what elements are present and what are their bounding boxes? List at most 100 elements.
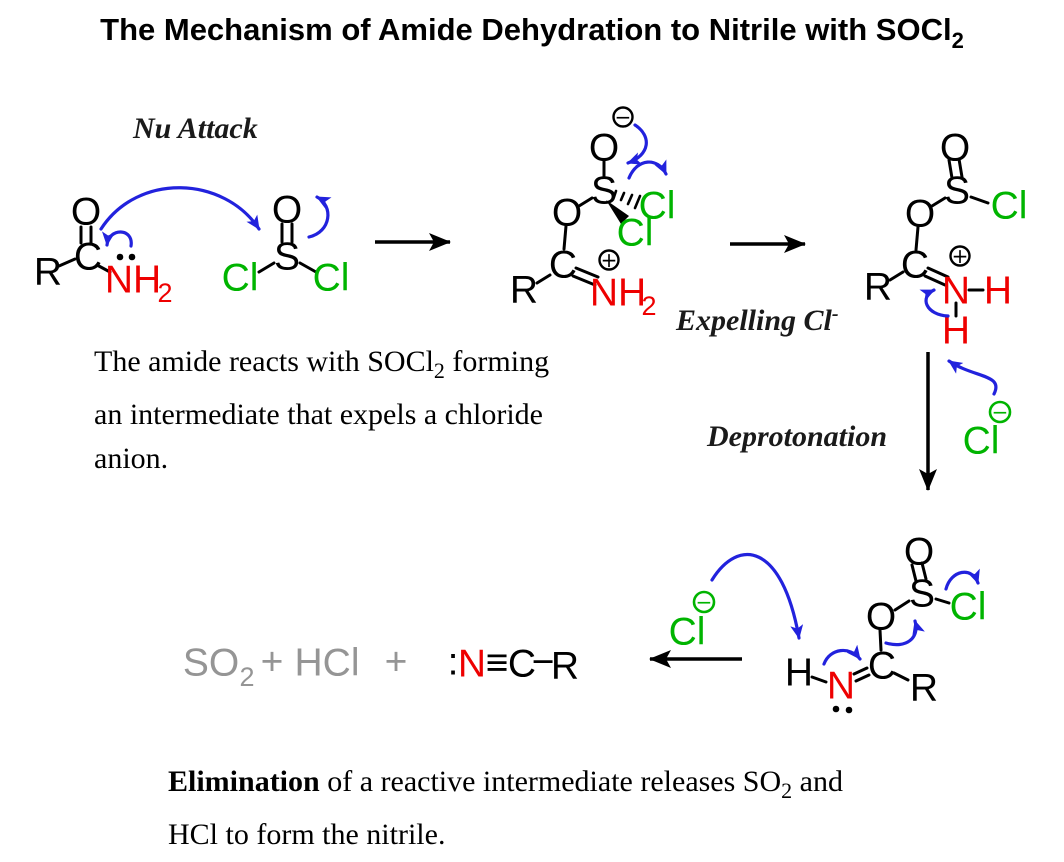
- hash-bond-dash: [612, 189, 618, 199]
- atom-label-Cl: Cl: [950, 586, 987, 629]
- atom-label-R: R: [910, 667, 938, 710]
- atom-label-Cl: Cl: [991, 185, 1028, 228]
- lone-pair-dot: [116, 253, 124, 261]
- atom-label-S: S: [909, 573, 935, 616]
- atom-label-C: C: [868, 645, 896, 688]
- caption-subscript: 2: [781, 778, 793, 803]
- atom-label-R: R: [34, 251, 62, 294]
- step-label-nu-attack: Nu Attack: [133, 112, 258, 145]
- plus-sign: +: [261, 641, 284, 684]
- atom-label-N: N: [458, 643, 486, 686]
- curved-arrow-Cl-to-H: [947, 359, 998, 396]
- double-bond-line: [574, 266, 600, 279]
- single-bond: [892, 671, 910, 682]
- atom-label-Cl: Cl: [617, 212, 654, 255]
- plus-sign: +: [385, 641, 408, 684]
- single-bond: [95, 263, 112, 274]
- triple-bond: ≡: [486, 642, 509, 685]
- double-bond-line: [926, 266, 950, 279]
- subscript-2: 2: [641, 291, 656, 321]
- lone-pair-dot: [845, 706, 853, 714]
- nitrile-lone-pair-colon: :: [448, 641, 459, 684]
- chloride-anion-deprotonation: − Cl: [947, 359, 1012, 463]
- caption-subscript: 2: [433, 358, 445, 383]
- double-bond-line: [571, 274, 597, 287]
- single-bond: [810, 675, 828, 684]
- atom-label-NH: NH: [105, 259, 161, 302]
- atom-label-H: H: [785, 652, 813, 695]
- single-bond: [535, 273, 552, 285]
- page-title-subscript: 2: [951, 28, 964, 53]
- caption-text: The amide reacts with SOCl: [94, 345, 434, 378]
- atom-label-C: C: [549, 244, 577, 287]
- double-bond-line: [923, 274, 947, 287]
- minus-charge: −: [696, 590, 713, 614]
- single-bond: [257, 261, 276, 274]
- atom-label-C: C: [901, 244, 929, 287]
- chloride-anion-elimination: − Cl: [669, 553, 804, 654]
- atom-label-R: R: [510, 269, 538, 312]
- molecule-socl2: O S Cl Cl: [222, 189, 350, 300]
- single-bond: [888, 270, 905, 282]
- double-bond-line: [920, 561, 928, 581]
- curved-arrow-lone-pair-to-C: [101, 230, 133, 248]
- plus-charge-circle: [949, 245, 971, 267]
- single-bond: [930, 196, 947, 208]
- lone-pair-dot: [832, 705, 840, 713]
- atom-label-S: S: [274, 236, 300, 279]
- caption-elimination-line2: HCl to form the nitrile.: [168, 818, 446, 851]
- step-label-deprotonation: Deprotonation: [707, 420, 888, 453]
- caption-elimination: Elimination of a reactive intermediate r…: [168, 760, 843, 857]
- curved-arrow-Cl-to-H: [710, 553, 804, 640]
- step-label-expelling-superscript: -: [831, 303, 839, 325]
- atom-label-NH: NH: [590, 272, 646, 315]
- atom-label-R: R: [551, 645, 579, 688]
- molecule-amide: R C O NH 2: [34, 186, 261, 308]
- minus-charge-circle: [988, 400, 1012, 424]
- product-HCl: HCl: [295, 642, 360, 685]
- curved-arrow-pi-to-O: [307, 195, 332, 239]
- double-bond-line: [947, 158, 954, 180]
- atom-label-Cl: Cl: [963, 420, 1000, 463]
- double-bond-line: [910, 563, 918, 583]
- caption-step1-line1: The amide reacts with SOCl2 forming: [94, 340, 549, 393]
- caption-text: of a reactive intermediate releases SO: [319, 765, 782, 798]
- single-bond: [57, 257, 77, 268]
- single-bond: [914, 225, 920, 252]
- curved-arrow-nu-attack: [99, 186, 261, 231]
- page-title: The Mechanism of Amide Dehydration to Ni…: [0, 12, 1064, 54]
- caption-step1: The amide reacts with SOCl2 forming an i…: [94, 340, 549, 481]
- double-bond-line: [957, 157, 964, 179]
- single-bond: [562, 224, 568, 251]
- caption-bold-text: Elimination: [168, 765, 320, 798]
- atom-label-Cl: Cl: [313, 257, 350, 300]
- minus-charge-circle: [612, 106, 634, 128]
- caption-text: forming: [444, 345, 550, 378]
- wedge-bond: [606, 200, 629, 224]
- single-bond-dash: −: [532, 641, 555, 684]
- atom-label-O: O: [905, 193, 935, 236]
- curved-arrow-SCl-to-Cl: [944, 568, 980, 591]
- hash-bond-dash: [619, 191, 626, 202]
- single-bond: [969, 195, 990, 205]
- product-SO2: SO: [183, 642, 239, 685]
- products: SO 2 + HCl + : N ≡ C − R: [183, 641, 579, 693]
- single-bond: [298, 261, 318, 274]
- atom-label-C: C: [74, 236, 102, 279]
- double-bond-line: [854, 673, 871, 683]
- curved-arrow-NH-to-N: [919, 288, 950, 318]
- single-bond: [577, 196, 594, 208]
- plus-charge: +: [601, 248, 618, 272]
- atom-label-N: N: [827, 665, 855, 708]
- single-bond: [893, 599, 911, 612]
- caption-step1-line3: anion.: [94, 442, 169, 475]
- atom-label-O: O: [589, 127, 619, 170]
- molecule-intermediate-3: O S Cl O C R N H: [785, 531, 987, 714]
- molecule-intermediate-1: − O S Cl Cl O C R + NH 2: [510, 105, 676, 321]
- double-bond-line: [852, 666, 869, 676]
- atom-label-O: O: [71, 191, 101, 234]
- product-SO2-subscript: 2: [239, 662, 254, 692]
- plus-charge-circle: [598, 249, 620, 271]
